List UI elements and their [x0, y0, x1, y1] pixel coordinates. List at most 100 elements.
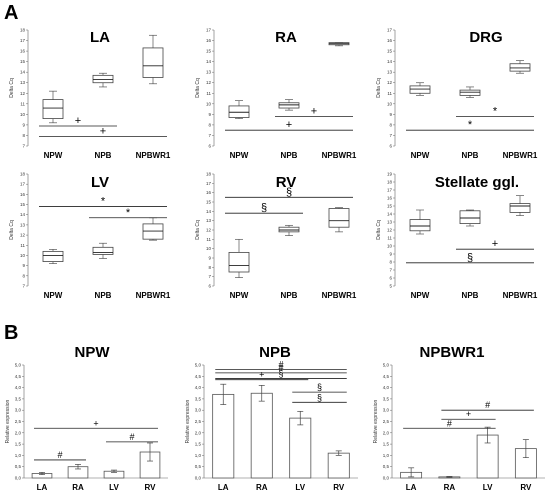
box: [278, 226, 300, 233]
y-tick-label: 17: [206, 28, 212, 33]
chart-title: DRG: [469, 29, 502, 46]
y-tick-label: 10: [206, 246, 212, 251]
y-tick-label: 1,5: [195, 442, 202, 447]
category-label: NPW: [44, 291, 63, 300]
significance-marker: *: [468, 119, 473, 131]
significance-marker: +: [492, 238, 498, 250]
box: [278, 102, 300, 109]
y-tick-label: 3,5: [383, 396, 390, 401]
y-tick-label: 10: [20, 253, 26, 258]
significance-marker: #: [278, 360, 283, 370]
y-tick-label: 1,0: [15, 453, 22, 458]
box: [509, 203, 531, 213]
chart-5: Stellate ggl.5678910111213141516171819De…: [376, 172, 538, 301]
category-label: NPW: [230, 291, 249, 300]
box: [228, 105, 250, 118]
significance-marker: #: [485, 400, 490, 410]
category-label: RV: [145, 483, 157, 492]
y-tick-label: 7: [22, 144, 25, 149]
y-tick-label: 0,0: [383, 476, 390, 481]
category-label: LA: [218, 483, 229, 492]
bar: [289, 417, 312, 479]
y-tick-label: 12: [387, 228, 393, 233]
significance-marker: §: [261, 202, 267, 214]
y-tick-label: 16: [20, 49, 26, 54]
significance-marker: +: [286, 119, 292, 131]
significance-marker: #: [278, 363, 283, 373]
y-tick-label: 13: [387, 70, 393, 75]
y-tick-label: 2,0: [15, 430, 22, 435]
significance-marker: +: [100, 126, 106, 138]
category-label: LV: [109, 483, 119, 492]
chart-7: NPB0,00,51,01,52,02,53,03,54,04,55,0Rela…: [185, 344, 358, 492]
y-tick-label: 14: [20, 212, 26, 217]
y-tick-label: 2,5: [383, 419, 390, 424]
significance-marker: *: [126, 207, 131, 219]
bar: [212, 393, 235, 479]
category-label: NPW: [230, 151, 249, 160]
y-tick-label: 4,0: [383, 385, 390, 390]
category-label: NPBWR1: [136, 151, 171, 160]
y-tick-label: 11: [387, 91, 392, 96]
chart-title: LV: [91, 174, 109, 191]
y-tick-label: 12: [206, 80, 212, 85]
y-tick-label: 8: [22, 273, 25, 278]
y-tick-label: 14: [387, 212, 393, 217]
category-label: NPW: [411, 151, 430, 160]
significance-marker: +: [466, 409, 471, 419]
chart-6: NPW0,00,51,01,52,02,53,03,54,04,55,0Rela…: [5, 344, 168, 492]
category-label: NPB: [95, 151, 112, 160]
y-tick-label: 8: [22, 133, 25, 138]
bar: [327, 452, 350, 479]
box: [42, 250, 64, 262]
y-axis-label: Delta Cq: [376, 220, 382, 240]
y-axis-label: Delta Cq: [9, 220, 15, 240]
y-tick-label: 3,5: [195, 396, 202, 401]
y-tick-label: 11: [206, 237, 211, 242]
y-tick-label: 2,0: [195, 430, 202, 435]
y-tick-label: 18: [20, 172, 26, 177]
y-tick-label: 13: [20, 222, 26, 227]
box: [409, 219, 431, 232]
box: [409, 85, 431, 94]
panel-label-b: B: [4, 322, 18, 344]
category-label: NPB: [281, 151, 298, 160]
box: [142, 47, 164, 78]
chart-title: RV: [276, 174, 297, 191]
y-tick-label: 5,0: [195, 363, 202, 368]
y-tick-label: 8: [208, 265, 211, 270]
bar: [250, 392, 273, 479]
y-tick-label: 18: [20, 28, 26, 33]
category-label: NPBWR1: [322, 291, 357, 300]
y-tick-label: 3,0: [383, 408, 390, 413]
y-tick-label: 17: [20, 182, 26, 187]
category-label: NPB: [462, 291, 479, 300]
y-axis-label: Delta Cq: [376, 78, 382, 98]
y-tick-label: 14: [387, 59, 393, 64]
y-tick-label: 16: [387, 38, 393, 43]
y-tick-label: 3,0: [195, 408, 202, 413]
y-tick-label: 1,5: [383, 442, 390, 447]
y-tick-label: 8: [208, 122, 211, 127]
y-tick-label: 18: [206, 172, 212, 177]
category-label: LV: [295, 483, 305, 492]
y-tick-label: 9: [389, 252, 392, 257]
panel-label-a: A: [4, 2, 18, 24]
category-label: NPW: [411, 291, 430, 300]
y-tick-label: 4,5: [15, 374, 22, 379]
box: [509, 63, 531, 72]
chart-title: NPBWR1: [419, 344, 484, 361]
box: [459, 210, 481, 225]
chart-title: Stellate ggl.: [435, 174, 519, 191]
y-tick-label: 4,0: [195, 385, 202, 390]
y-tick-label: 4,5: [383, 374, 390, 379]
y-tick-label: 0,5: [15, 464, 22, 469]
y-tick-label: 2,5: [15, 419, 22, 424]
y-tick-label: 15: [206, 49, 212, 54]
y-tick-label: 10: [387, 101, 393, 106]
